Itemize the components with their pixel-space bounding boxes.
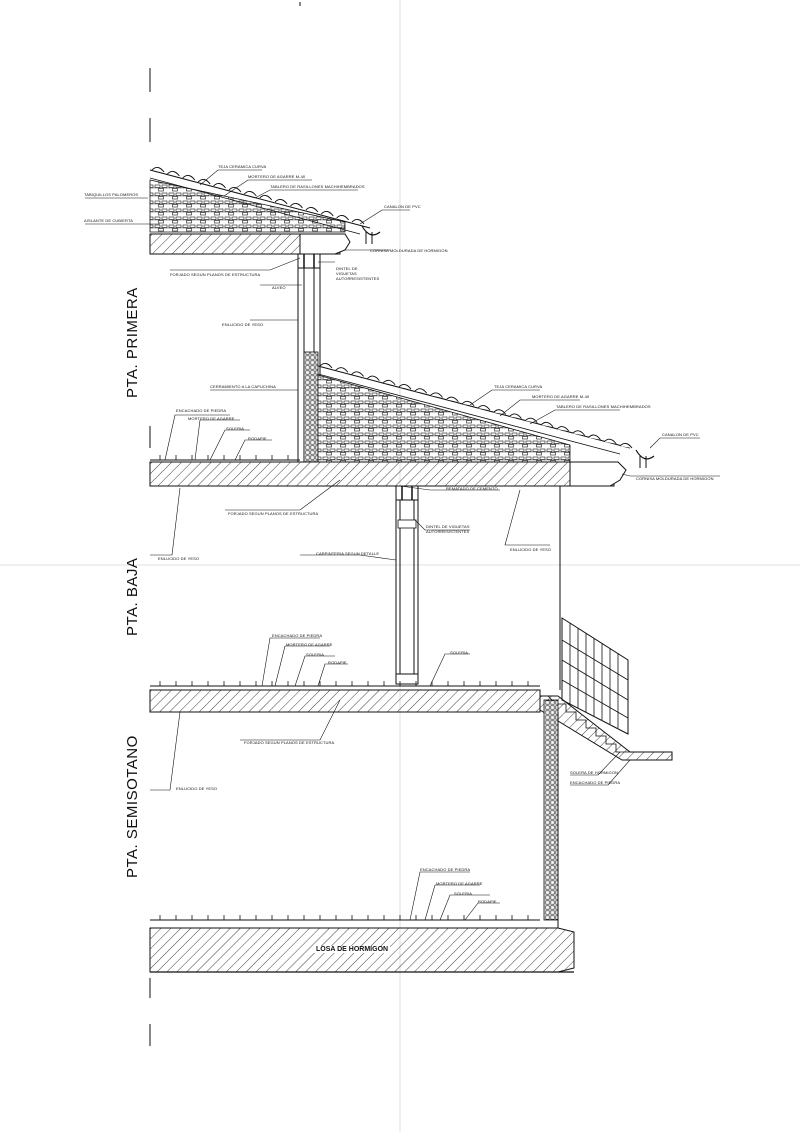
label-mortero-upper: MORTERO DE AGARRE M-40 <box>248 174 306 179</box>
roof-tile <box>259 195 273 201</box>
roof-tile <box>572 430 585 436</box>
roof-tile <box>335 367 349 373</box>
label-tablero-upper: TABLERO DE RASILLONES MACHIHEMBRADOS <box>270 184 365 189</box>
roof-tile <box>493 409 507 415</box>
label-mortero-lower: MORTERO DE AGARRE M-40 <box>532 394 590 399</box>
roof-tile <box>398 384 412 390</box>
first-floor-wall <box>297 268 321 463</box>
label-tabiquillos: TABIQUILLOS PALOMEROS <box>84 192 139 197</box>
label-aislante: AISLANTE DE CUBIERTA <box>84 218 133 223</box>
label-soleria-primera: SOLERIA <box>226 426 245 431</box>
upper-roof <box>149 167 381 269</box>
ground-floor <box>150 486 673 761</box>
label-losa: LOSA DE HORMIGON <box>314 946 391 953</box>
label-rodapie-semi: RODAPIE <box>478 899 497 904</box>
label-teja-lower: TEJA CERAMICA CURVA <box>494 384 543 389</box>
label-encachado-baja: ENCACHADO DE PIEDRA <box>272 633 323 638</box>
label-carpinteria: CARPINTERIA SEGUN DETALLE <box>316 551 380 556</box>
label-enlucido-semi: ENLUCIDO DE YESO <box>176 786 218 791</box>
label-forjado-baja: FORJADO SEGUN PLANOS DE ESTRUCTURA <box>228 511 319 516</box>
label-forjado-semi: FORJADO SEGUN PLANOS DE ESTRUCTURA <box>244 740 335 745</box>
ground-floor-slab <box>149 689 541 713</box>
floor-label-semisotano: PTA. SEMISOTANO <box>124 735 141 878</box>
label-soleria-ext: SOLERIA <box>450 650 469 655</box>
first-floor-slab <box>149 455 627 501</box>
label-enlucido-baja-right: ENLUCIDO DE YESO <box>510 547 552 552</box>
roof-tile <box>556 426 570 432</box>
leader-lines <box>85 169 720 921</box>
label-dintel-baja: DINTEL DE VIGUETAS AUTORRESISTENTES <box>426 524 470 534</box>
roof-tiles-upper <box>151 167 365 225</box>
basement <box>149 699 575 973</box>
floor-label-baja: PTA. BAJA <box>124 557 141 636</box>
roof-tile <box>319 363 333 369</box>
label-remate-cerrado: REMATADO DE CEMENTO <box>446 486 498 491</box>
label-cornisa-upper: CORNISA MOLDURADA DE HORMIGON <box>370 248 448 253</box>
label-soleria-hormigon: SOLERA DE HORMIGON <box>570 770 619 775</box>
label-enlucido-baja-left: ENLUCIDO DE YESO <box>158 556 200 561</box>
roof-tile <box>461 400 475 407</box>
roof-tile <box>477 405 491 411</box>
label-encachado-semi: ENCACHADO DE PIEDRA <box>420 867 471 872</box>
roof-tile <box>509 413 522 419</box>
label-tablero-lower: TABLERO DE RASILLONES MACHIHEMBRADOS <box>556 404 651 409</box>
roof-tile <box>540 421 554 428</box>
roof-tile <box>290 203 303 209</box>
axis-dashes <box>149 2 301 1046</box>
label-forjado-primera: FORJADO SEGUN PLANOS DE ESTRUCTURA <box>170 272 261 277</box>
label-mortero-primera: MORTERO DE AGARRE <box>188 416 235 421</box>
label-soleria-baja: SOLERIA <box>306 652 325 657</box>
roof-tile <box>320 211 334 217</box>
roof-tile <box>336 215 349 221</box>
roof-tile <box>213 183 226 189</box>
label-canalon-upper: CANALON DE PVC <box>384 204 421 209</box>
lower-roof <box>317 363 655 468</box>
label-cornisa-lower: CORNISA MOLDURADA DE HORMIGON <box>636 476 714 481</box>
roof-tile <box>619 443 633 449</box>
roof-tile <box>603 438 617 445</box>
label-canalon-lower: CANALON DE PVC <box>662 432 699 437</box>
label-mortero-baja: MORTERO DE AGARRE <box>286 642 333 647</box>
roof-tile <box>351 371 364 377</box>
roof-tiles-lower <box>319 363 633 449</box>
label-alveo: ALVEO <box>272 285 286 290</box>
label-mortero-semi: MORTERO DE AGARRE <box>436 881 483 886</box>
roof-tile <box>367 375 380 381</box>
label-teja-upper: TEJA CERAMICA CURVA <box>218 164 267 169</box>
roof-tile <box>151 167 165 173</box>
roof-tile <box>182 175 196 181</box>
roof-tile <box>228 187 242 193</box>
roof-tile <box>167 171 180 177</box>
label-dintel-primera: DINTEL DE VIGUETAS AUTORRESISTENTES <box>336 266 380 281</box>
roof-tile <box>243 191 257 197</box>
label-soleria-semi: SOLERIA <box>454 891 473 896</box>
roof-tile <box>588 434 601 440</box>
roof-tile <box>274 199 288 205</box>
label-enlucido-primera: ENLUCIDO DE YESO <box>222 322 264 327</box>
roof-tile <box>430 392 443 398</box>
roof-tile <box>305 207 319 213</box>
floor-label-primera: PTA. PRIMERA <box>124 287 141 398</box>
label-cerramiento: CERRAMIENTO A LA CAPUCHINA <box>210 384 276 389</box>
label-rodapie-baja: RODAPIE <box>328 660 347 665</box>
roof-tile <box>351 219 365 225</box>
roof-tile <box>414 388 428 394</box>
roof-tile <box>382 379 396 386</box>
label-encachado-primera: ENCACHADO DE PIEDRA <box>176 408 227 413</box>
roof-tile <box>445 396 459 402</box>
label-rodapie-primera: RODAPIE <box>248 436 267 441</box>
label-encachado-piedra-ext: ENCACHADO DE PIEDRA <box>570 780 621 785</box>
